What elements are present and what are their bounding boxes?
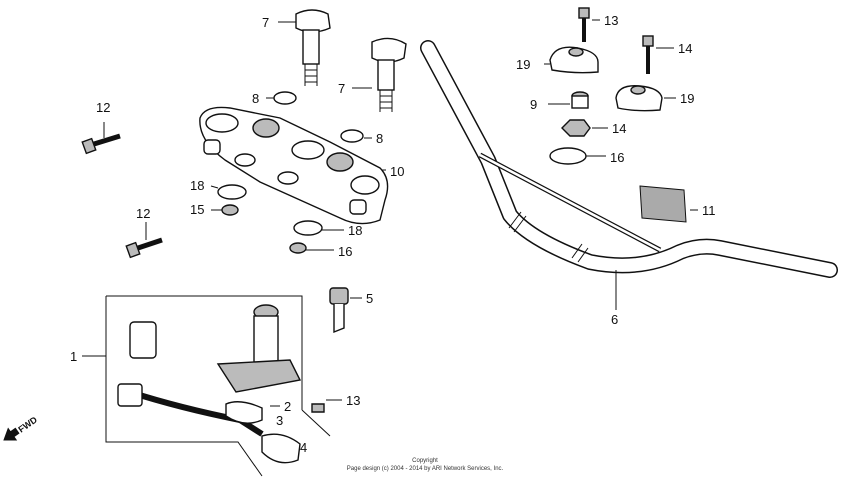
- callout-16a: 15: [190, 202, 204, 217]
- callout-2: 2: [284, 399, 291, 414]
- copyright-line1: Copyright: [412, 458, 438, 464]
- washer-right: [340, 129, 364, 143]
- callout-19b: 19: [680, 91, 694, 106]
- callout-4: 4: [300, 440, 307, 455]
- bolt-upper: [81, 133, 121, 155]
- leader-lines: [82, 19, 698, 407]
- holder-clamp-upper: [549, 46, 599, 74]
- callout-11: 11: [702, 203, 716, 218]
- callout-8a: 8: [252, 91, 259, 106]
- flat-washer: [549, 147, 587, 165]
- callout-3: 3: [276, 413, 283, 428]
- callout-6: 6: [611, 312, 618, 327]
- callout-9: 9: [530, 97, 537, 112]
- callout-13: 13: [346, 393, 360, 408]
- callout-14b: 14: [678, 41, 692, 56]
- key: [329, 287, 349, 334]
- callout-1: 1: [70, 349, 77, 364]
- riser-left: [295, 9, 331, 86]
- hex-nut: [561, 119, 591, 137]
- callout-10: 10: [390, 164, 404, 179]
- callout-7b: 7: [338, 81, 345, 96]
- callout-17: 16: [610, 150, 624, 165]
- screw: [311, 403, 325, 413]
- holder-bolt-upper: [578, 7, 590, 42]
- riser-right: [371, 37, 407, 112]
- bolt-lower: [125, 237, 163, 259]
- nut-right: [289, 242, 307, 254]
- callout-8b: 8: [376, 131, 383, 146]
- collar: [571, 91, 589, 109]
- fwd-arrow: FWD: [3, 414, 39, 441]
- bushing-left: [217, 184, 247, 200]
- nut-left: [221, 204, 239, 216]
- callout-labels: 7 7 8 8 10 12 12 18 15 18 16 13 14 19 19…: [70, 13, 716, 455]
- holder-bolt-lower: [642, 35, 654, 74]
- callout-18a: 18: [190, 178, 204, 193]
- copyright-line2: Page design (c) 2004 - 2014 by ARI Netwo…: [347, 466, 504, 472]
- callout-19a: 19: [516, 57, 530, 72]
- top-bridge: [199, 106, 389, 225]
- callout-14a: 13: [604, 13, 618, 28]
- bushing-right: [293, 220, 323, 236]
- handlebar: [420, 40, 838, 278]
- callout-7a: 7: [262, 15, 269, 30]
- callout-16b: 16: [338, 244, 352, 259]
- callout-5: 5: [366, 291, 373, 306]
- ignition-assembly: [105, 295, 331, 477]
- callout-18b: 18: [348, 223, 362, 238]
- callout-15: 14: [612, 121, 626, 136]
- caution-label: [639, 185, 687, 223]
- holder-clamp-lower: [615, 85, 663, 112]
- fwd-label: FWD: [16, 414, 39, 434]
- callout-12b: 12: [136, 206, 150, 221]
- callout-12a: 12: [96, 100, 110, 115]
- washer-left: [273, 91, 297, 105]
